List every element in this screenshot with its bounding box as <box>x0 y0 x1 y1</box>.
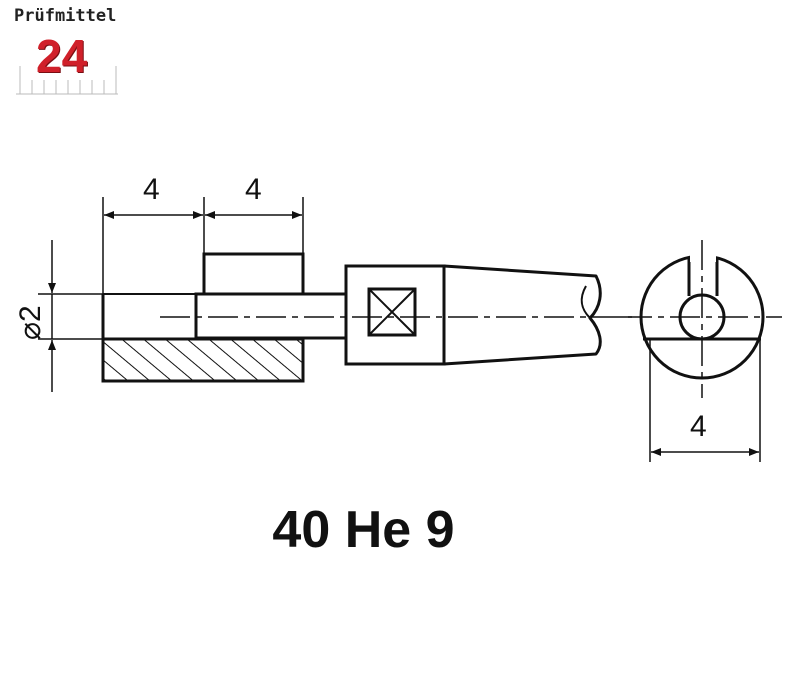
probe-shaft <box>194 292 348 340</box>
dim-left-width-label: 4 <box>143 173 160 206</box>
workpiece-hatched-block <box>101 337 305 383</box>
brand-logo: Prüfmittel 24 <box>14 6 120 96</box>
dim-end-view-label: 4 <box>690 410 707 443</box>
end-view-slot-mask <box>690 254 716 262</box>
shank-break-line <box>580 285 591 319</box>
product-code-caption: 40 He 9 <box>272 501 455 559</box>
probe-wrench-flat-diag-2 <box>368 288 416 336</box>
logo-ruler-icon <box>16 66 118 95</box>
probe-tapered-shank <box>442 264 602 366</box>
logo-brand-text: Prüfmittel <box>14 6 117 26</box>
logo-brand-number: 24 <box>36 30 88 82</box>
end-view-slot <box>687 258 719 296</box>
workpiece-upper-step <box>202 252 305 296</box>
dim-diameter-label: ⌀2 <box>14 305 47 340</box>
dim-right-width-label: 4 <box>245 173 262 206</box>
